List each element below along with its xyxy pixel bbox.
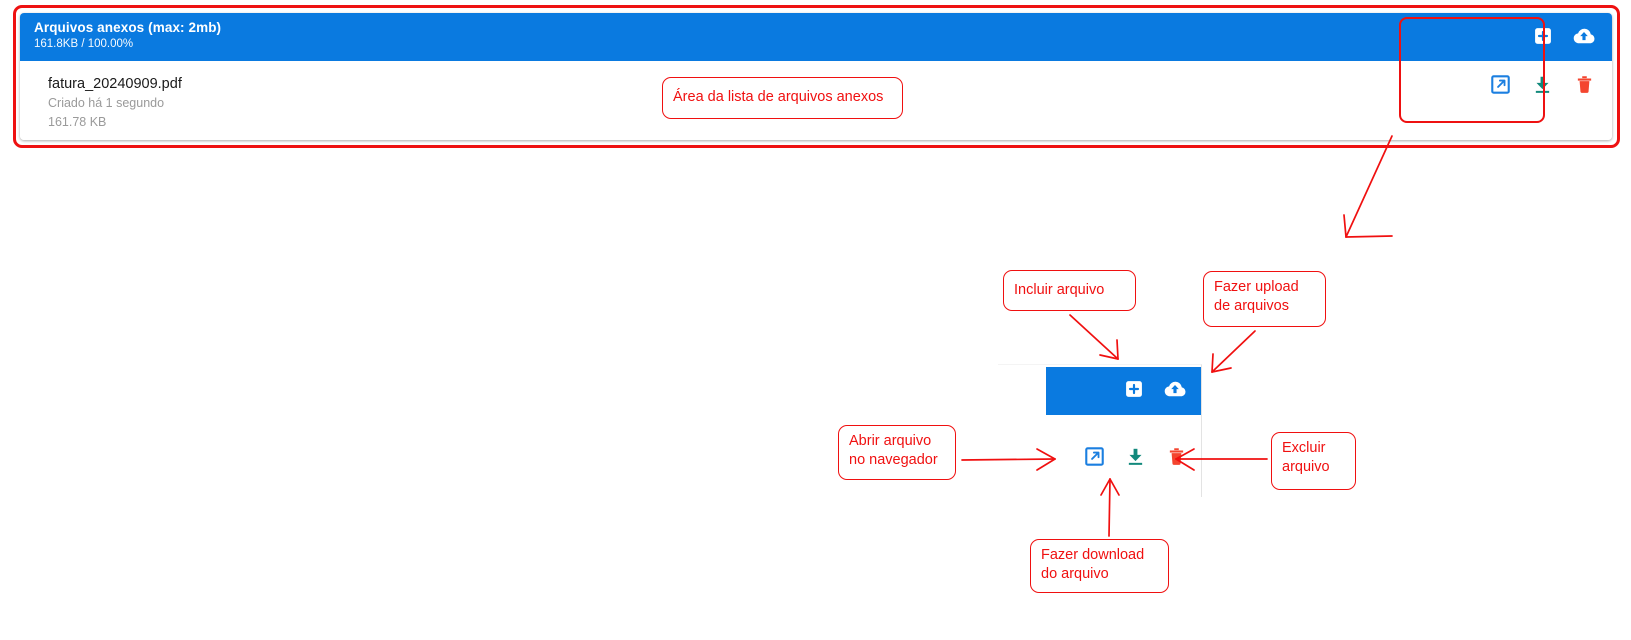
page-title: Arquivos anexos (max: 2mb): [34, 20, 222, 35]
file-action-group: [1489, 75, 1595, 97]
external-link-icon: [1490, 74, 1511, 98]
annotation-open-in-browser: Abrir arquivo no navegador: [838, 425, 956, 480]
cloud-upload-icon: [1163, 379, 1187, 404]
external-link-icon: [1084, 446, 1105, 472]
plus-square-icon: [1533, 26, 1553, 49]
annotation-list-area: Área da lista de arquivos anexos: [662, 77, 903, 119]
attachments-card-header: Arquivos anexos (max: 2mb) 161.8KB / 100…: [20, 13, 1612, 61]
zoom-file-action-group: [1046, 447, 1201, 471]
download-button[interactable]: [1531, 75, 1553, 97]
annotation-upload-files: Fazer upload de arquivos: [1203, 271, 1326, 327]
zoom-detail-background: [998, 364, 1202, 497]
file-created-at: Criado há 1 segundo: [48, 96, 165, 110]
download-icon: [1532, 74, 1553, 98]
open-in-browser-button[interactable]: [1489, 75, 1511, 97]
list-item: fatura_20240909.pdf Criado há 1 segundo …: [48, 74, 1598, 132]
zoom-detail-header: [1046, 367, 1201, 415]
annotation-download-file: Fazer download do arquivo: [1030, 539, 1169, 593]
storage-usage-text: 161.8KB / 100.00%: [34, 38, 134, 50]
add-file-button[interactable]: [1532, 26, 1554, 48]
upload-files-button[interactable]: [1573, 26, 1595, 48]
header-action-group: [1532, 13, 1595, 61]
zoom-header-action-group: [1046, 367, 1201, 415]
cloud-upload-icon: [1572, 26, 1596, 49]
trash-icon: [1574, 74, 1595, 98]
trash-icon: [1166, 446, 1187, 472]
annotation-delete-file: Excluir arquivo: [1271, 432, 1356, 490]
file-name: fatura_20240909.pdf: [48, 76, 182, 92]
zoom-detail-panel: [998, 359, 1202, 497]
file-size: 161.78 KB: [48, 115, 107, 129]
annotation-include-file: Incluir arquivo: [1003, 270, 1136, 311]
download-icon: [1125, 446, 1146, 472]
delete-button[interactable]: [1573, 75, 1595, 97]
plus-square-icon: [1124, 379, 1144, 404]
